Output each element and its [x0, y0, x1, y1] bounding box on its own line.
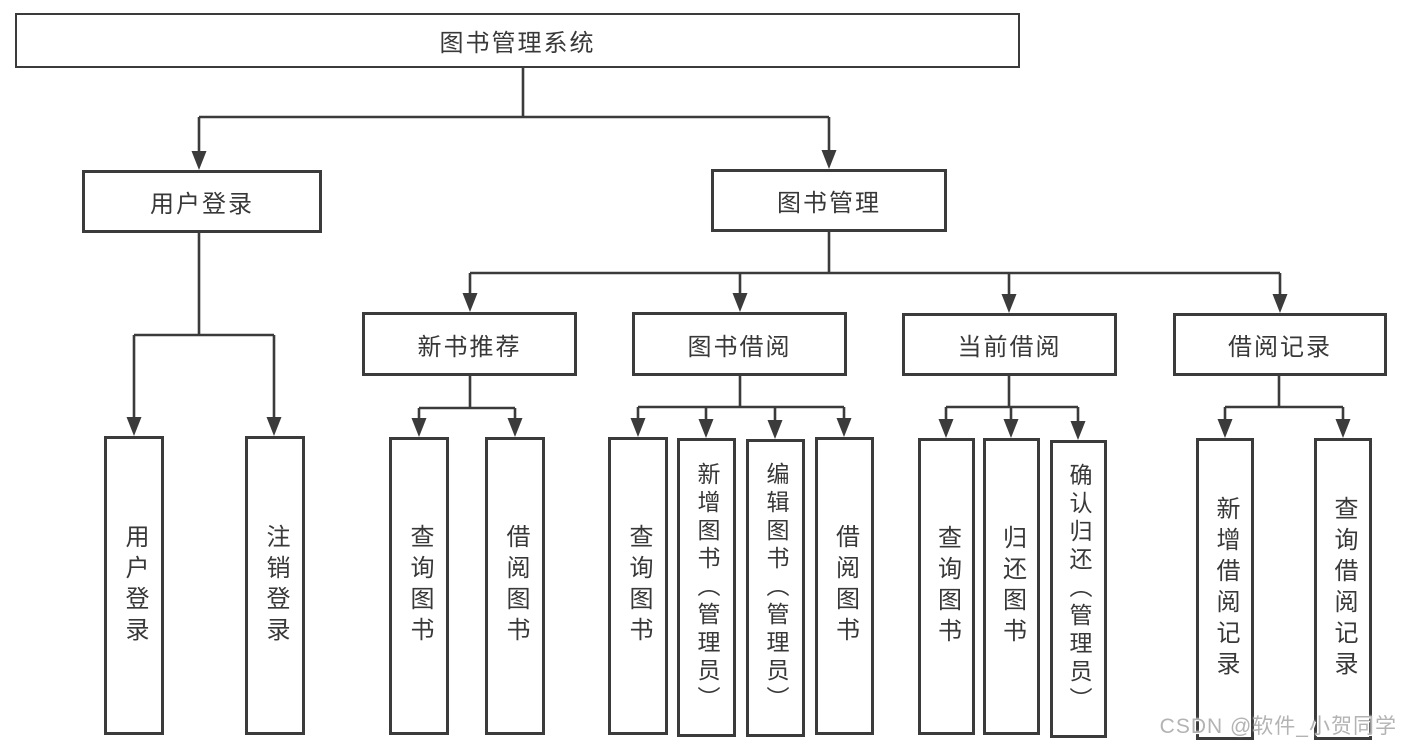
leaf-borrowing-query-books: 查询图书: [608, 437, 668, 735]
leaf-borrowing-edit-books-admin: 编辑图书（管理员）: [746, 439, 805, 737]
leaf-records-query-record: 查询借阅记录: [1314, 438, 1372, 740]
leaf-logout: 注销登录: [245, 436, 305, 735]
leaf-current-return-books: 归还图书: [983, 438, 1040, 735]
leaf-user-login: 用户登录: [104, 436, 164, 735]
leaf-newbooks-query-books: 查询图书: [389, 437, 449, 735]
node-current-borrowing: 当前借阅: [902, 313, 1117, 376]
leaf-borrowing-add-books-admin: 新增图书（管理员）: [677, 438, 736, 737]
node-new-books: 新书推荐: [362, 312, 577, 376]
leaf-newbooks-borrow-books: 借阅图书: [485, 437, 545, 735]
node-book-borrowing: 图书借阅: [632, 312, 847, 376]
leaf-borrowing-borrow-books: 借阅图书: [815, 437, 874, 735]
node-root-library-system: 图书管理系统: [15, 13, 1020, 68]
node-borrow-records: 借阅记录: [1173, 313, 1387, 376]
node-user-login: 用户登录: [82, 170, 322, 233]
leaf-records-add-record: 新增借阅记录: [1196, 438, 1254, 740]
watermark: CSDN @软件_小贺同学: [1159, 715, 1397, 738]
leaf-current-confirm-return-admin: 确认归还（管理员）: [1050, 440, 1107, 738]
leaf-current-query-books: 查询图书: [918, 438, 975, 735]
node-book-management: 图书管理: [711, 169, 947, 232]
